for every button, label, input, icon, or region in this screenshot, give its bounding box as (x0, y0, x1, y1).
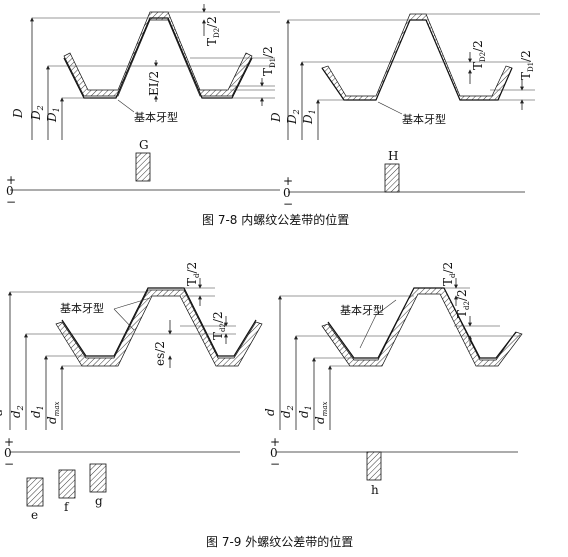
fig78-left-dim-D: D (11, 108, 25, 119)
fig79-right-dim-dmax: dmax (313, 402, 329, 424)
fig78-right-profile-label: 基本牙型 (402, 112, 446, 126)
fig79-right-zone-box (366, 451, 382, 481)
fig79-left-panel: d d2 d1 dmax Td/2 Td2/2 es/2 基本牙型 + 0 − … (0, 262, 263, 522)
fig78-left-panel: D D2 D1 TD2/2 TD1/2 EI/2 基本牙型 + 0 − G (6, 4, 280, 209)
fig79-left-dim-d: d (0, 408, 5, 416)
fig78-right-dim-D1: D1 (301, 109, 317, 125)
fig79-right-profile-label: 基本牙型 (340, 303, 384, 317)
fig79-left-zone-letter-e: e (31, 508, 38, 522)
fig79-left-zone-box-f (58, 469, 76, 499)
fig78-left-tol-lower: TD1/2 (261, 46, 277, 76)
fig78-left-zone-box (135, 152, 151, 182)
fig78-left-zero-plus: + (6, 173, 16, 187)
fig78-left-zone-letter: G (139, 138, 149, 152)
fig78-right-zone-box (384, 163, 400, 193)
fig78-left-zero-minus: − (6, 195, 16, 209)
fig79-left-tol-lower: Td2/2 (211, 311, 227, 340)
fig78-right-dim-D2: D2 (285, 109, 301, 125)
fig78-right-dim-D: D (269, 112, 283, 123)
fig78-right-tol-lower: TD1/2 (519, 50, 535, 80)
fig79-right-tol-lower: Td2/2 (455, 289, 471, 318)
fig78-right-zero-plus: + (283, 174, 293, 188)
fig78-left-dim-D1: D1 (45, 107, 61, 123)
fig78-right-panel: D D2 D1 TD2/2 TD1/2 基本牙型 + 0 − H (269, 13, 540, 211)
fig79-left-dev-label: es/2 (153, 341, 167, 366)
fig79-left-dim-d2: d2 (9, 405, 25, 418)
fig78-left-dim-D2: D2 (29, 105, 45, 121)
fig79-right-panel: d d2 d1 dmax Td/2 Td2/2 基本牙型 + 0 − h (263, 262, 523, 497)
fig79-right-zone-letter: h (371, 483, 379, 497)
fig79-left-zero-plus: + (4, 435, 14, 449)
fig79-left-zone-letter-f: f (64, 500, 70, 514)
fig79-left-zero-minus: − (4, 457, 14, 471)
fig79-left-tolerance-band (55, 289, 263, 367)
fig79-caption: 图 7-9 外螺纹公差带的位置 (206, 534, 353, 549)
fig79-left-tol-upper: Td/2 (185, 262, 201, 286)
fig78-caption: 图 7-8 内螺纹公差带的位置 (202, 212, 349, 227)
fig79-left-profile-label: 基本牙型 (60, 301, 104, 315)
fig79-left-dim-d1: d1 (29, 405, 45, 418)
fig79-right-dim-d: d (263, 408, 277, 416)
fig79-left-zone-letter-g: g (95, 494, 103, 508)
fig78-right-zero-minus: − (283, 197, 293, 211)
fig79-left-zone-box-e (26, 477, 44, 507)
fig79-right-zero-label: 0 (270, 446, 278, 460)
fig79-left-basic-profile (61, 287, 257, 357)
fig78-left-dev-label: EI/2 (147, 71, 161, 96)
fig79-left-zero-label: 0 (4, 446, 12, 460)
fig79-right-tol-upper: Td/2 (441, 262, 457, 286)
fig79-right-zero-minus: − (270, 457, 280, 471)
fig79-right-zero-plus: + (270, 435, 280, 449)
fig79-right-basic-profile (327, 287, 517, 359)
fig78-left-profile-label: 基本牙型 (134, 110, 178, 124)
fig79-left-zone-box-g (89, 463, 107, 493)
fig78-right-zone-letter: H (388, 149, 398, 163)
fig78-right-zero-label: 0 (283, 186, 291, 200)
fig78-left-tol-upper: TD2/2 (205, 16, 221, 46)
fig79-right-dim-d1: d1 (297, 405, 313, 418)
fig78-right-tol-upper: TD2/2 (471, 40, 487, 70)
fig78-left-tolerance-band (63, 11, 253, 97)
fig78-left-zero-label: 0 (6, 184, 14, 198)
fig79-left-dim-dmax: dmax (45, 402, 61, 424)
fig79-right-dim-d2: d2 (279, 405, 295, 418)
